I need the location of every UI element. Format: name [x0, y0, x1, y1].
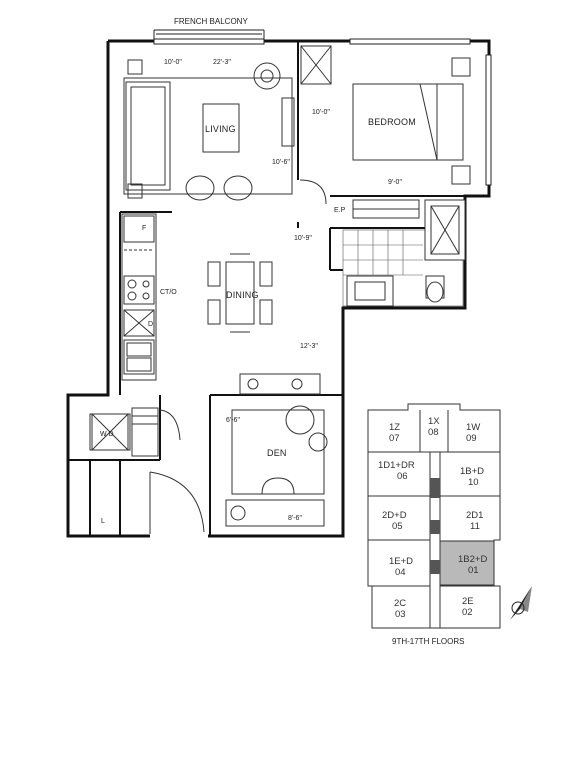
den-furniture	[225, 405, 328, 527]
fridge-label: F	[142, 225, 146, 232]
linen-label: L	[101, 518, 105, 525]
toilet	[425, 275, 445, 303]
bedroom-dim-width: 9'-0"	[388, 179, 402, 186]
laundry-door	[159, 409, 181, 441]
bathroom-floor	[342, 229, 464, 307]
keyplan: 1Z 07 1X 08 1W 09 1D1+DR 06 1B+D 10 2D+D…	[367, 403, 532, 646]
unit-1w: 1W	[466, 422, 480, 433]
living-label: LIVING	[205, 124, 236, 134]
unit-2d1: 2D1	[466, 510, 483, 521]
keyplan-title: 9TH-17TH FLOORS	[392, 637, 464, 646]
den-label: DEN	[267, 448, 287, 458]
balcony-label: FRENCH BALCONY	[174, 17, 248, 26]
entry-door	[149, 471, 205, 534]
counter-label: CT/O	[160, 289, 177, 296]
unit-10: 10	[468, 477, 479, 488]
bedroom-window	[485, 54, 492, 186]
unit-2c: 2C	[394, 598, 406, 609]
keyplan-highlight	[439, 540, 495, 586]
unit-04: 04	[395, 567, 406, 578]
living-dim-length: 22'-3"	[213, 59, 231, 66]
dining-table	[207, 253, 273, 333]
den-dim-length: 6'-6"	[226, 417, 240, 424]
unit-06: 06	[397, 471, 408, 482]
den-dim-width: 8'-6"	[288, 515, 302, 522]
keyplan-core-2	[430, 520, 440, 534]
unit-1d1dr: 1D1+DR	[378, 460, 415, 471]
hvac-unit	[239, 373, 321, 395]
kitchen-counter	[121, 213, 157, 381]
bedroom-dim-length: 10'-0"	[312, 109, 330, 116]
living-furniture	[123, 59, 295, 201]
unit-2dd: 2D+D	[382, 510, 407, 521]
unit-1bd: 1B+D	[460, 466, 484, 477]
unit-1z: 1Z	[389, 422, 400, 433]
unit-11: 11	[470, 521, 480, 532]
unit-2e: 2E	[462, 596, 474, 607]
balcony-rail	[153, 29, 265, 41]
bedroom-label: BEDROOM	[368, 117, 416, 127]
unit-02: 02	[462, 607, 473, 618]
unit-1b2d: 1B2+D	[458, 554, 487, 565]
top-window	[153, 38, 471, 45]
unit-01: 01	[468, 565, 479, 576]
vanity	[346, 275, 394, 307]
unit-1ed: 1E+D	[389, 556, 413, 567]
north-arrow-icon	[510, 586, 532, 620]
unit-07: 07	[389, 433, 400, 444]
unit-08: 08	[428, 427, 439, 438]
unit-03: 03	[395, 609, 406, 620]
living-dim-width: 10'-0"	[164, 59, 182, 66]
washer-dryer-label: W D	[100, 431, 114, 438]
keyplan-core-3	[430, 560, 440, 574]
bedroom-furniture	[352, 57, 471, 219]
electrical-panel-label: E.P	[334, 207, 346, 214]
dining-label: DINING	[226, 290, 259, 300]
dining-dim: 12'-3"	[300, 343, 318, 350]
washer-dryer	[89, 407, 159, 457]
living-dim-side: 10'-6"	[272, 159, 290, 166]
bedroom-door	[299, 179, 327, 205]
unit-09: 09	[466, 433, 477, 444]
hall-dim: 10'-9"	[294, 235, 312, 242]
shaft-box	[300, 45, 332, 85]
keyplan-core-1	[430, 478, 440, 498]
unit-05: 05	[392, 521, 403, 532]
shower	[424, 199, 466, 261]
dishwasher-label: D	[148, 321, 153, 328]
unit-1x: 1X	[428, 416, 440, 427]
interior-walls	[68, 41, 465, 536]
